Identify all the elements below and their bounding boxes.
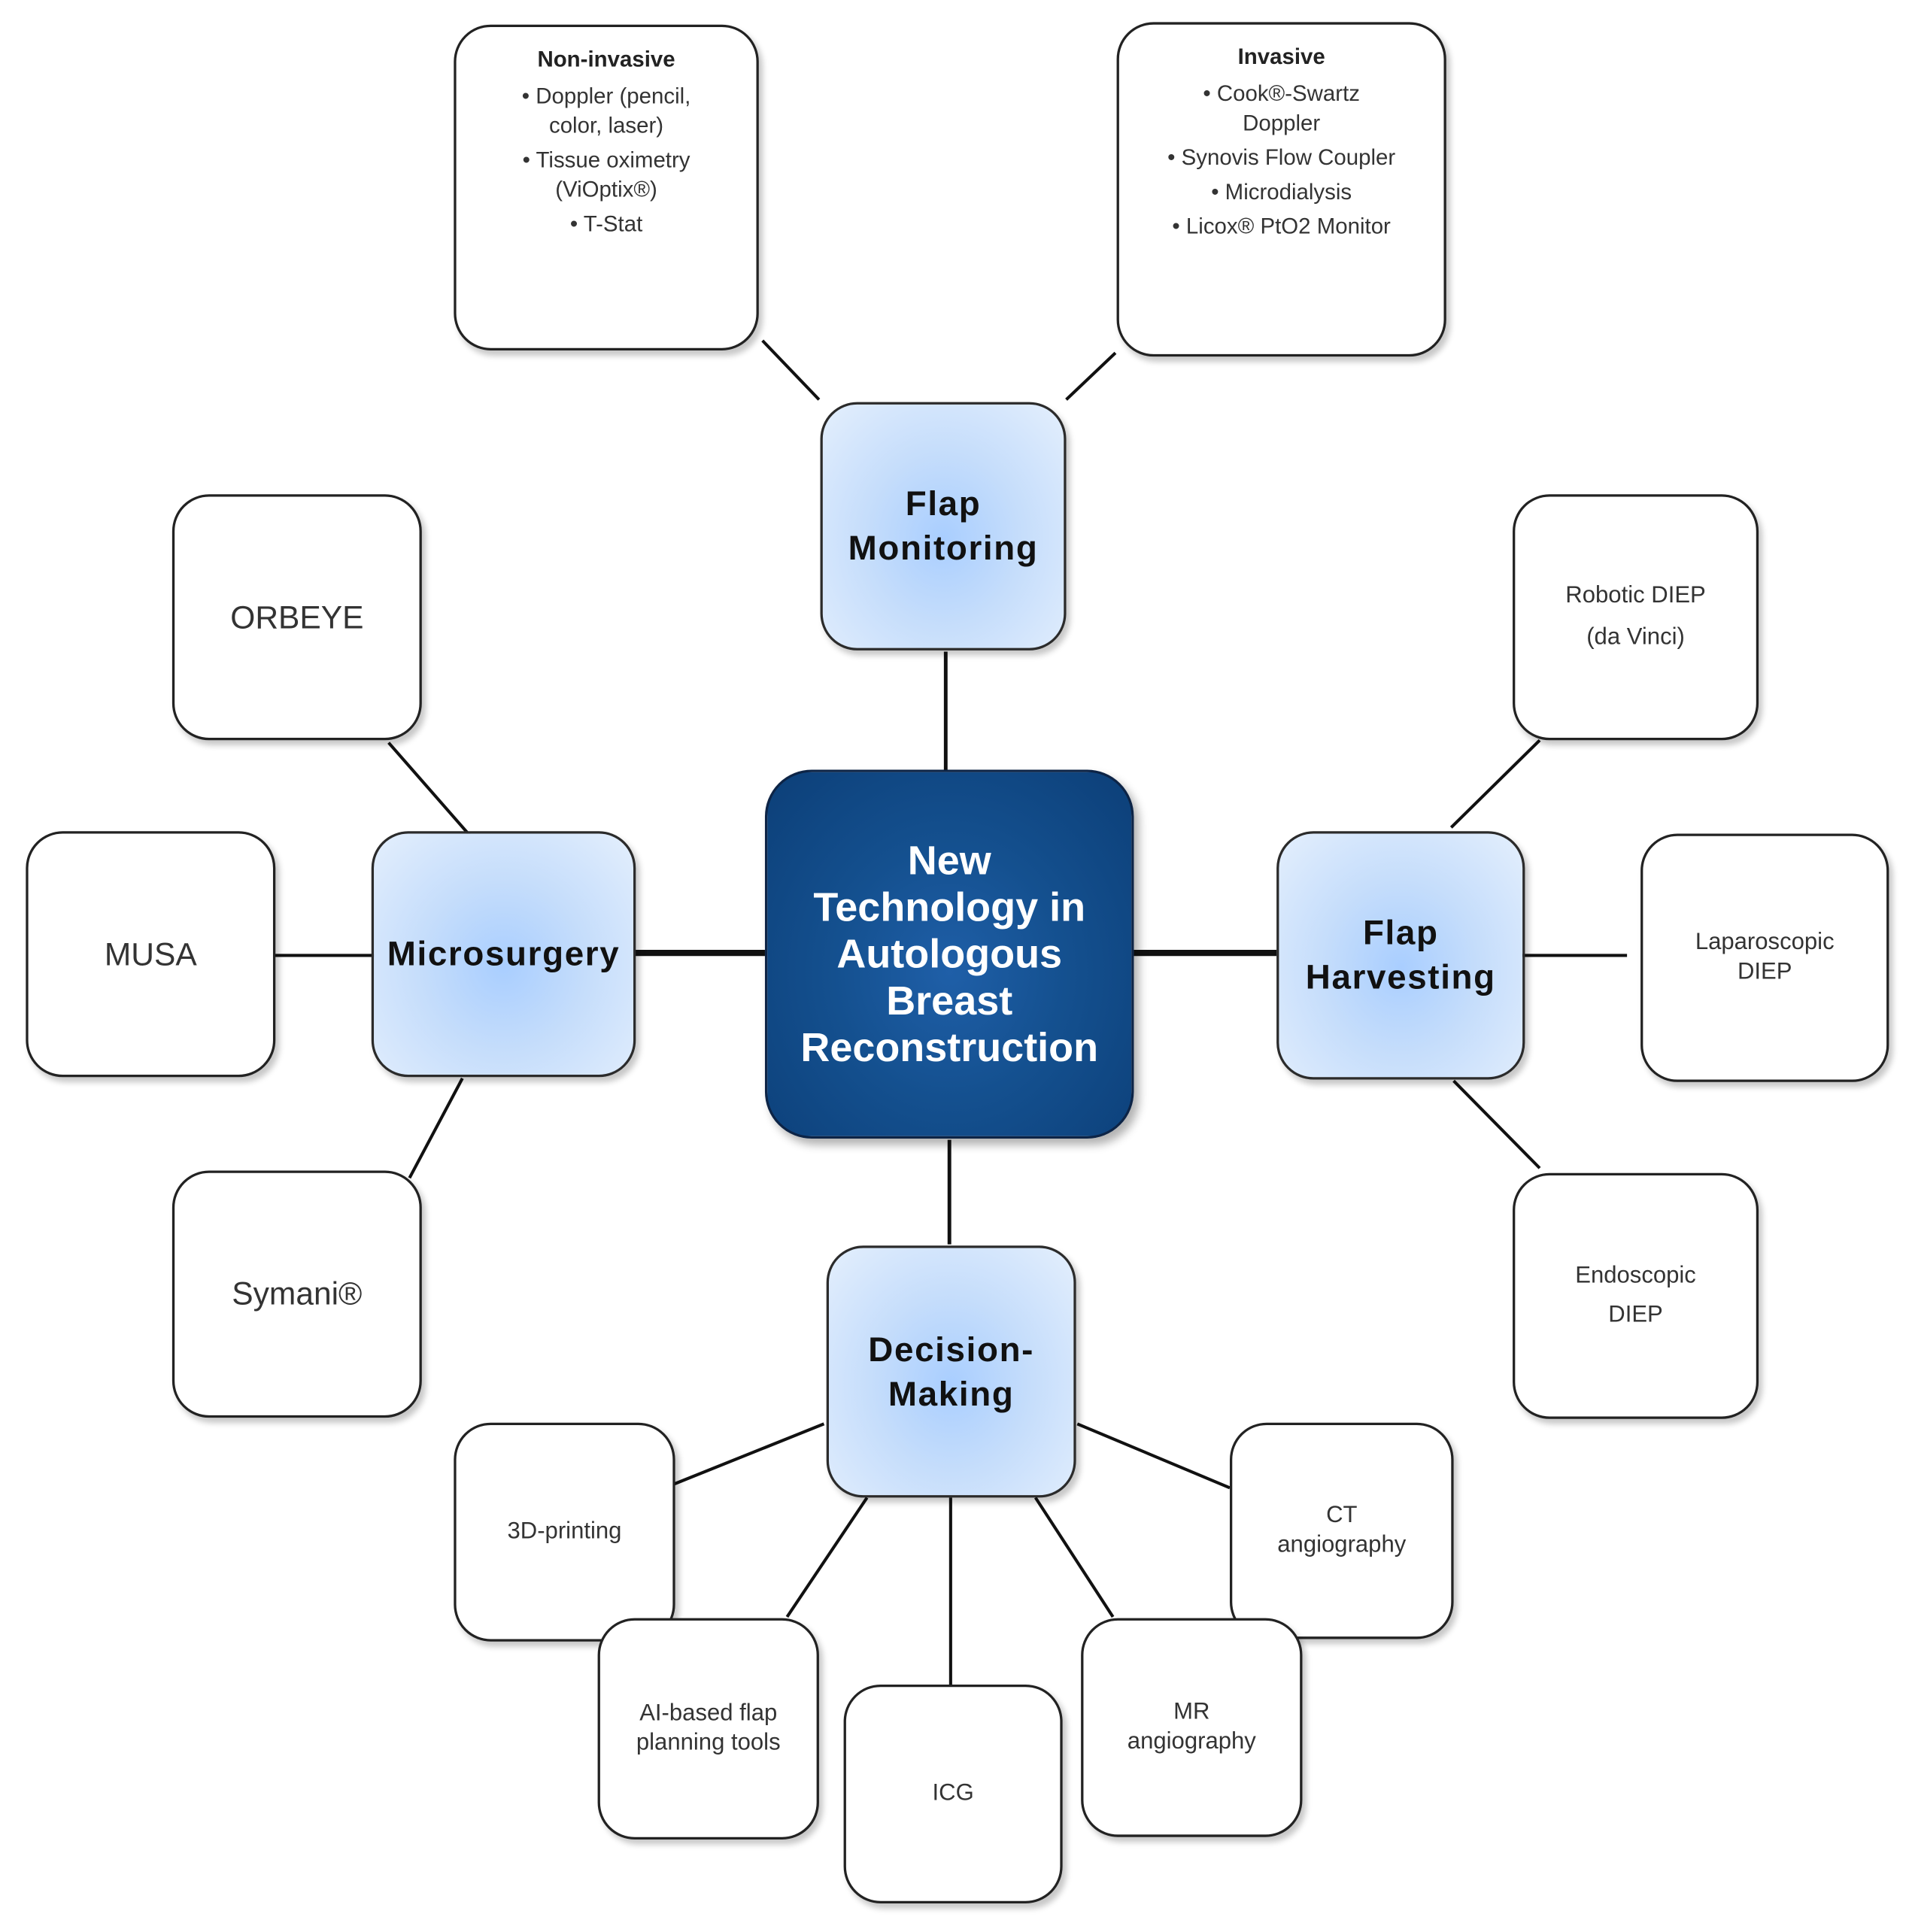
ai-flap-planning-label: AI-based flap planning tools [636,1700,781,1756]
list-item: • Licox® PtO2 Monitor [1172,214,1391,239]
link-harvest-endoscopic [1452,1079,1541,1169]
list-item: • Microdialysis [1211,179,1352,205]
non-invasive-box: Non-invasive • Doppler (pencil, color, l… [454,24,759,350]
link-monitoring-invasive [1065,351,1117,401]
endoscopic-diep-label: Endoscopic DIEP [1575,1263,1696,1328]
laparoscopic-diep-box: Laparoscopic DIEP [1640,833,1889,1082]
mr-angiography-box: MR angiography [1081,1618,1303,1837]
orbeye-label: ORBEYE [230,598,364,635]
invasive-title: Invasive [1237,44,1325,69]
musa-box: MUSA [26,831,276,1078]
ai-flap-planning-box: AI-based flap planning tools [597,1618,819,1839]
link-micro-orbeye [387,742,476,842]
link-decision-ct [1076,1422,1231,1490]
link-decision-ai [785,1497,869,1618]
link-harvest-robotic [1449,739,1541,829]
flap-harvesting-node: Flap Harvesting [1276,831,1525,1080]
laparoscopic-diep-label: Laparoscopic DIEP [1695,930,1835,985]
non-invasive-list: • Doppler (pencil, color, laser) • Tissu… [522,81,691,244]
list-item: • T-Stat [569,211,643,236]
invasive-list: • Cook®-Swartz Doppler • Synovis Flow Co… [1167,79,1395,246]
list-item: • Synovis Flow Coupler [1167,144,1396,170]
non-invasive-title: Non-invasive [537,47,675,71]
symani-label: Symani® [232,1275,363,1312]
flap-harvesting-label: Flap Harvesting [1305,913,1496,996]
ct-angiography-label: CT angiography [1277,1502,1407,1558]
3d-printing-box: 3D-printing [454,1422,675,1642]
microsurgery-node: Microsurgery [371,831,636,1078]
icg-box: ICG [843,1684,1063,1903]
flap-monitoring-node: Flap Monitoring [820,402,1067,651]
microsurgery-label: Microsurgery [387,934,621,973]
ct-angiography-box: CT angiography [1230,1422,1454,1639]
symani-box: Symani® [171,1170,422,1418]
link-micro-symani [408,1077,464,1179]
icg-label: ICG [932,1780,974,1806]
3d-printing-label: 3D-printing [507,1518,622,1545]
decision-making-node: Decision- Making [826,1245,1076,1498]
list-item: • Doppler (pencil, color, laser) [521,83,691,138]
link-monitoring-noninvasive [761,339,821,401]
link-decision-mr [1033,1497,1115,1618]
robotic-diep-label: Robotic DIEP (da Vinci) [1565,582,1706,651]
center-node: New Technology in Autologous Breast Reco… [764,769,1134,1139]
link-decision-printing [673,1422,825,1486]
orbeye-box: ORBEYE [171,494,422,741]
mr-angiography-label: MR angiography [1127,1699,1256,1755]
musa-label: MUSA [104,935,197,972]
invasive-box: Invasive • Cook®-Swartz Doppler • Synovi… [1116,22,1446,357]
flap-monitoring-label: Flap Monitoring [848,484,1039,567]
center-title: New Technology in Autologous Breast Reco… [800,837,1099,1070]
robotic-diep-box: Robotic DIEP (da Vinci) [1513,494,1759,741]
decision-making-label: Decision- Making [868,1330,1035,1412]
list-item: • Cook®-Swartz Doppler [1203,80,1360,135]
list-item: • Tissue oximetry (ViOptix®) [522,147,690,202]
endoscopic-diep-box: Endoscopic DIEP [1513,1172,1759,1419]
